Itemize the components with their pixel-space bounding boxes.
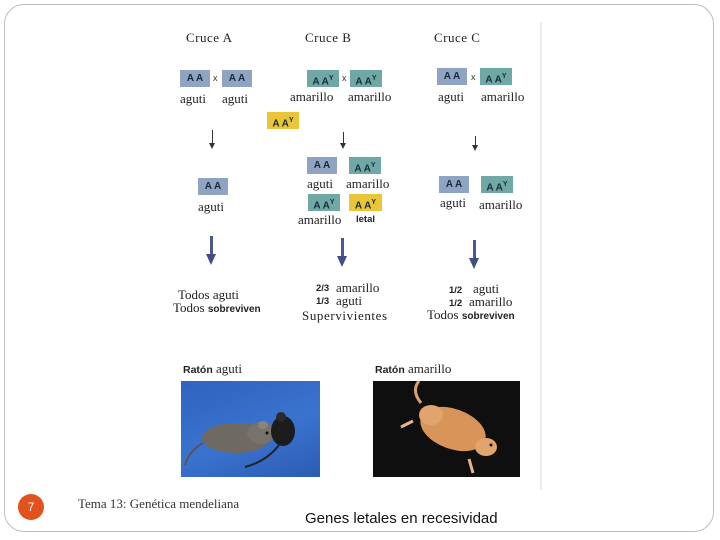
cruce-a-thin-arrow	[209, 130, 215, 149]
cruce-b-result-text2: aguti	[336, 293, 362, 308]
cruce-a-offspring-genotype: A A	[198, 178, 228, 195]
cruce-b-parent2-label: amarillo	[348, 89, 392, 104]
cruce-c-result-text1: aguti	[473, 281, 499, 296]
cruce-a-parent2-label: aguti	[222, 91, 248, 106]
cruce-c-result-text2: amarillo	[469, 294, 513, 309]
cruce-b-result-text1: amarillo	[336, 280, 380, 295]
agouti-mouse-photo	[181, 381, 320, 477]
cruce-b-lethal-label: letal	[356, 214, 376, 225]
lethal-genotype-box: A AY	[267, 112, 299, 129]
cruce-c-thin-arrow	[472, 136, 478, 151]
cruce-c-result-line3: Todos sobreviven	[427, 307, 515, 322]
cruce-b-parent1-genotype: A AY	[307, 70, 339, 87]
cruce-a-parent1-genotype: A A	[180, 70, 210, 87]
figure-edge	[540, 22, 542, 490]
cruce-b-cross-symbol: x	[342, 73, 347, 83]
cruce-a-big-arrow	[206, 236, 216, 265]
slide-title: Genes letales en recesividad	[305, 510, 498, 527]
page-number-badge: 7	[18, 494, 44, 520]
cruce-b-result-line3: Supervivientes	[302, 308, 388, 323]
cruce-b-offspring2-label: amarillo	[346, 176, 390, 191]
cruce-c-offspring2-label: amarillo	[479, 197, 523, 212]
cruce-a-parent1-label: aguti	[180, 91, 206, 106]
cruce-a-cross-symbol: x	[213, 73, 218, 83]
cruce-c-big-arrow	[469, 240, 479, 269]
cruce-c-offspring1-label: aguti	[440, 195, 466, 210]
cruce-a-parent2-genotype: A A	[222, 70, 252, 87]
cruce-c-result-frac1: 1/2	[449, 285, 463, 296]
footer-course-title: Tema 13: Genética mendeliana	[78, 496, 240, 511]
cruce-b-offspring1-genotype: A A	[307, 157, 337, 174]
cruce-b-lethal-genotype: A AY	[349, 194, 382, 211]
cruce-a-title: Cruce A	[186, 30, 233, 45]
cruce-b-offspring1-label: aguti	[307, 176, 333, 191]
cruce-b-parent2-genotype: A AY	[350, 70, 382, 87]
cruce-c-title: Cruce C	[434, 30, 481, 45]
cruce-b-thin-arrow	[340, 132, 346, 149]
cruce-b-title: Cruce B	[305, 30, 352, 45]
photo-right-caption: Ratón amarillo	[375, 361, 452, 376]
cruce-b-result-frac2: 1/3	[316, 296, 330, 307]
cruce-c-offspring1-genotype: A A	[439, 176, 469, 193]
photo-left-caption: Ratón aguti	[183, 361, 242, 376]
cruce-c-offspring2-genotype: A AY	[481, 176, 513, 193]
cruce-c-parent1-label: aguti	[438, 89, 464, 104]
cruce-b-big-arrow	[337, 238, 347, 267]
cruce-c-parent2-label: amarillo	[481, 89, 525, 104]
cruce-c-result-frac2: 1/2	[449, 298, 463, 309]
cruce-a-result-line2: Todos sobreviven	[173, 300, 261, 315]
cruce-c-parent1-genotype: A A	[437, 68, 467, 85]
cruce-c-parent2-genotype: A AY	[480, 68, 512, 85]
cruce-b-result-frac1: 2/3	[316, 283, 330, 294]
cruce-b-offspring2-genotype: A AY	[349, 157, 381, 174]
cruce-c-cross-symbol: x	[471, 72, 476, 82]
cruce-a-offspring-label: aguti	[198, 199, 224, 214]
yellow-mouse-illustration	[400, 381, 497, 474]
cruce-b-parent1-label: amarillo	[290, 89, 334, 104]
agouti-mouse-illustration	[184, 412, 295, 468]
cruce-b-offspring3-label: amarillo	[298, 212, 342, 227]
cruce-a-result-line1: Todos aguti	[178, 287, 239, 302]
cruce-b-offspring3-genotype: A AY	[308, 194, 340, 211]
yellow-mouse-photo	[373, 381, 520, 477]
